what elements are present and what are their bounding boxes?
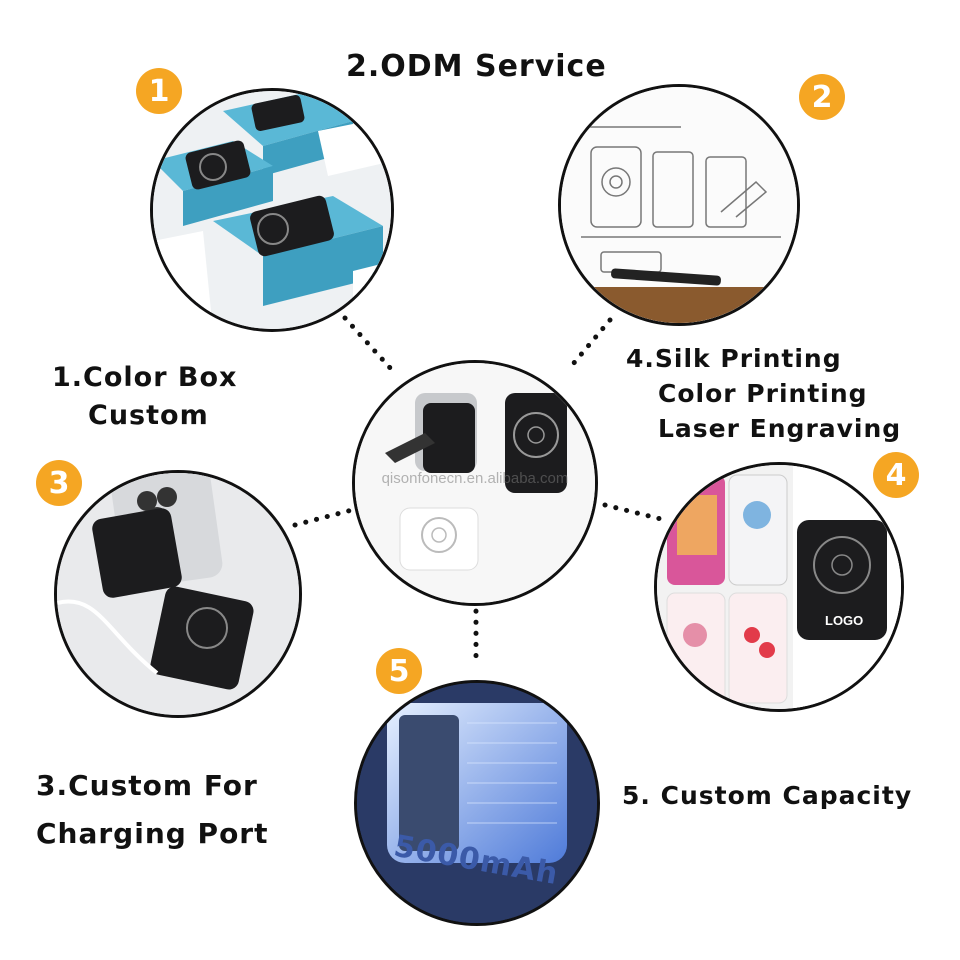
center-product-photo: [352, 360, 598, 606]
badge-2: 2: [799, 74, 845, 120]
page-heading: 2.ODM Service: [346, 49, 607, 84]
charging-port-photo: [54, 470, 302, 718]
connector-4: [602, 502, 668, 523]
printing-label-line3: Laser Engraving: [658, 414, 902, 443]
printing-label-line2: Color Printing: [658, 379, 868, 408]
color-box-photo: [150, 88, 394, 332]
capacity-label: 5. Custom Capacity: [622, 781, 913, 810]
charging-port-label-line1: 3.Custom For: [36, 769, 258, 802]
watermark-text: qisonfonecn.en.alibaba.com: [381, 470, 569, 487]
charging-port-label-line2: Charging Port: [36, 817, 269, 850]
printing-photo: LOGO: [654, 462, 904, 712]
printing-label-line1: 4.Silk Printing: [626, 344, 842, 373]
color-box-label-line2: Custom: [88, 400, 209, 431]
connector-3: [292, 507, 355, 528]
connector-2: [565, 317, 613, 373]
capacity-photo: 5000mAh: [354, 680, 600, 926]
badge-4: 4: [873, 452, 919, 498]
badge-3: 3: [36, 460, 82, 506]
connector-1: [342, 315, 395, 373]
odm-sketch-photo: [558, 84, 800, 326]
badge-5: 5: [376, 648, 422, 694]
color-box-label-line1: 1.Color Box: [52, 362, 238, 393]
logo-text: LOGO: [825, 613, 864, 628]
badge-1: 1: [136, 68, 182, 114]
device-top: [251, 95, 305, 131]
